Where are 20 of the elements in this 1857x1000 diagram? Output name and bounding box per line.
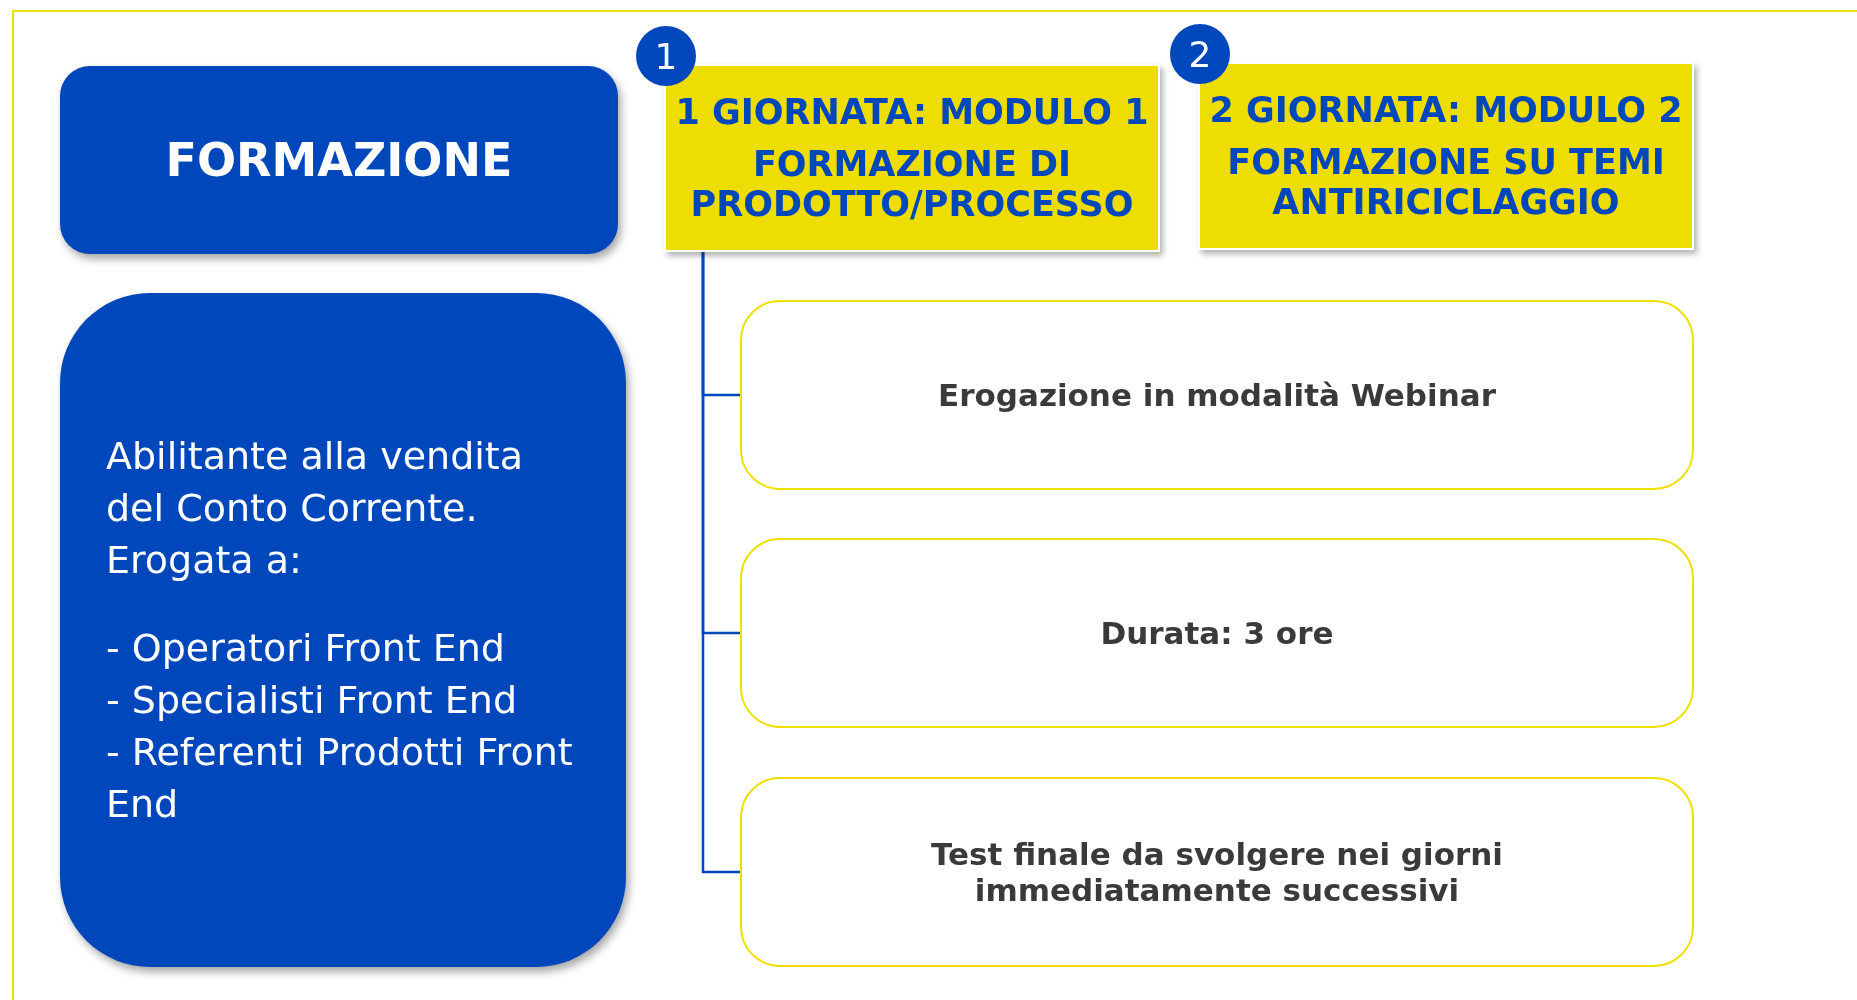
list-item: - Operatori Front End [106,625,505,672]
module-title: 2 GIORNATA: MODULO 2 [1209,90,1683,130]
info-box [740,777,1694,967]
number-badge: 1 [636,26,696,86]
heading-text: FORMAZIONE [165,133,513,187]
list-item: - Referenti Prodotti Front End [106,729,574,828]
info-text: Erogazione in modalità Webinar [938,377,1496,413]
info-text: Test finale da svolgere nei giorni immediatamente successivi [930,836,1504,908]
module-title: 1 GIORNATA: MODULO 1 [675,92,1149,132]
info-box [740,300,1694,490]
heading-box [60,66,618,254]
module-subtitle: FORMAZIONE SU TEMI ANTIRICICLAGGIO [1226,142,1666,222]
description-text: Abilitante alla vendita del Conto Corrente. Erogata a: [106,433,524,584]
number-badge: 2 [1170,24,1230,84]
description-box [60,293,626,967]
connector-line [701,252,740,874]
info-box [740,538,1694,728]
info-text: Durata: 3 ore [1100,615,1334,651]
module-subtitle: FORMAZIONE DI PRODOTTO/PROCESSO [689,144,1135,224]
list-item: - Specialisti Front End [106,677,517,724]
